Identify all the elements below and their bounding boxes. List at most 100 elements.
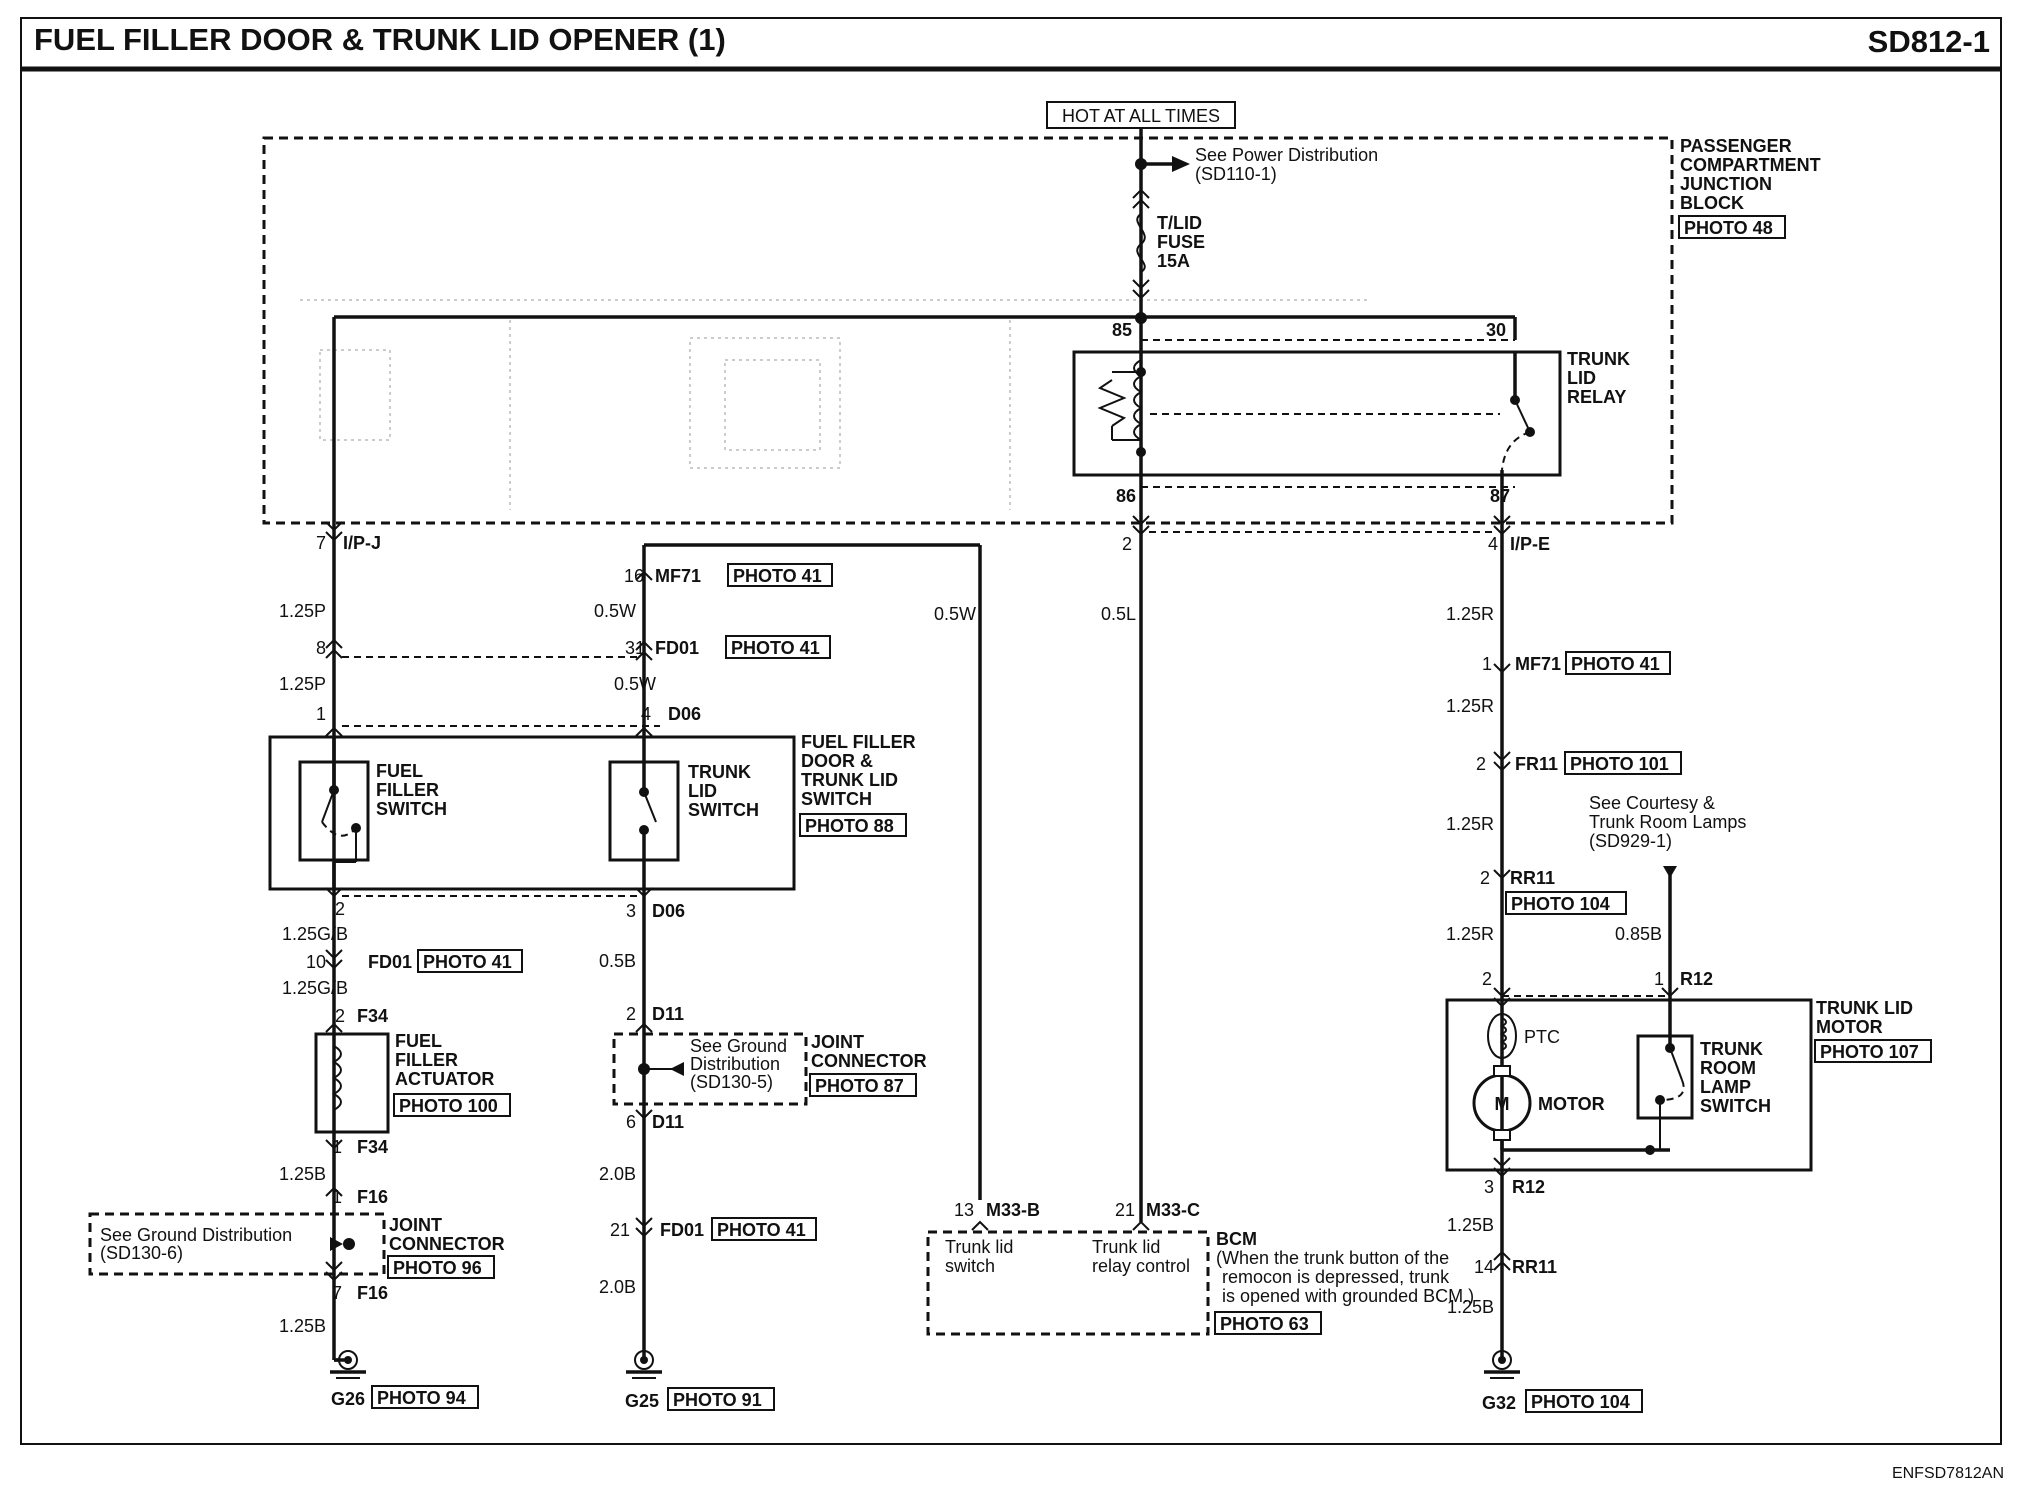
ground-g26-icon xyxy=(330,1350,366,1379)
wire-0-85b: 0.85B xyxy=(1615,924,1662,944)
ground-g25: G25 xyxy=(625,1391,659,1411)
see-courtesy-lamps: See Courtesy & Trunk Room Lamps (SD929-1… xyxy=(1589,793,1746,851)
svg-text:TRUNK: TRUNK xyxy=(1567,349,1630,369)
relay-contact-icon xyxy=(1500,352,1535,528)
relay-pin-85: 85 xyxy=(1112,320,1132,340)
page-title: FUEL FILLER DOOR & TRUNK LID OPENER (1) xyxy=(34,22,726,57)
motor-label: MOTOR xyxy=(1538,1094,1605,1114)
g25-photo: PHOTO 91 xyxy=(673,1390,762,1410)
mf71-right-photo: PHOTO 41 xyxy=(1571,654,1660,674)
see-power-distribution: See Power Distribution xyxy=(1195,145,1378,165)
svg-text:(When the trunk button of the: (When the trunk button of the xyxy=(1216,1248,1449,1268)
trunk-room-lamp-switch-icon xyxy=(1655,1000,1685,1150)
g26-photo-box xyxy=(371,1385,479,1409)
conn-m33-c: M33-C xyxy=(1146,1200,1200,1220)
bcm-pin-21: 21 xyxy=(1115,1200,1135,1220)
g26-photo: PHOTO 94 xyxy=(377,1388,466,1408)
wire-1-25b-r1: 1.25B xyxy=(1447,1215,1494,1235)
bcm-name: BCM xyxy=(1216,1229,1257,1249)
conn-ip-j: I/P-J xyxy=(343,533,381,553)
conn-r12: R12 xyxy=(1680,969,1713,989)
pin-2b: 2 xyxy=(335,1006,345,1026)
pin-4-ipe: 4 xyxy=(1488,534,1498,554)
svg-text:TRUNK: TRUNK xyxy=(1700,1039,1763,1059)
page-frame xyxy=(20,17,2002,1445)
svg-text:TRUNK: TRUNK xyxy=(688,762,751,782)
motor-photo: PHOTO 107 xyxy=(1820,1042,1919,1062)
svg-text:LID: LID xyxy=(688,781,717,801)
trunk-lid-switch-icon xyxy=(639,737,657,889)
pin-2-fr11: 2 xyxy=(1476,754,1486,774)
wire-1-25p-2: 1.25P xyxy=(279,674,326,694)
svg-text:TRUNK LID: TRUNK LID xyxy=(1816,998,1913,1018)
svg-text:FUEL: FUEL xyxy=(376,761,423,781)
jc-left-see-1: See Ground Distribution xyxy=(100,1225,292,1245)
bcm-box xyxy=(926,1230,1210,1336)
pin-10: 10 xyxy=(306,952,326,972)
trunk-lid-motor-label: TRUNK LID MOTOR xyxy=(1816,998,1913,1037)
bcm-relay-control-label: Trunk lid relay control xyxy=(1092,1237,1190,1276)
jc-left-photo: PHOTO 96 xyxy=(393,1258,482,1278)
fd01-mid-photo-box xyxy=(725,635,831,659)
trunk-lid-motor-box xyxy=(1445,998,1813,1172)
svg-text:FILLER: FILLER xyxy=(376,780,439,800)
relay-pin-30: 30 xyxy=(1486,320,1506,340)
relay-pin-87: 87 xyxy=(1490,486,1510,506)
left-branch-wires xyxy=(325,521,660,1360)
fd01b-photo-box xyxy=(711,1217,817,1241)
svg-text:LAMP: LAMP xyxy=(1700,1077,1751,1097)
joint-connector-f16-box xyxy=(88,1212,386,1276)
pin-1b: 1 xyxy=(332,1137,342,1157)
g32-photo: PHOTO 104 xyxy=(1531,1392,1630,1412)
svg-text:T/LID: T/LID xyxy=(1157,213,1202,233)
pin-16: 16 xyxy=(624,566,644,586)
wire-0-5w-1: 0.5W xyxy=(594,601,636,621)
relay-pin-86: 86 xyxy=(1116,486,1136,506)
wire-1-25r-4: 1.25R xyxy=(1446,924,1494,944)
hot-at-all-times-label: HOT AT ALL TIMES xyxy=(1062,106,1220,126)
fd01-photo-box xyxy=(417,949,523,973)
wire-1-25r-3: 1.25R xyxy=(1446,814,1494,834)
svg-text:FUSE: FUSE xyxy=(1157,232,1205,252)
switch-block-label: FUEL FILLER DOOR & TRUNK LID SWITCH xyxy=(801,732,916,809)
joint-connector-d11-box xyxy=(612,1032,808,1106)
bcm-photo: PHOTO 63 xyxy=(1220,1314,1309,1334)
svg-text:DOOR &: DOOR & xyxy=(801,751,873,771)
pin-7b: 7 xyxy=(332,1283,342,1303)
svg-text:FUEL FILLER: FUEL FILLER xyxy=(801,732,916,752)
fr11-photo: PHOTO 101 xyxy=(1570,754,1669,774)
background-ghost-detail xyxy=(300,299,1370,510)
conn-d06b: D06 xyxy=(652,901,685,921)
mf71-mid-photo-box xyxy=(727,563,833,587)
svg-text:ROOM: ROOM xyxy=(1700,1058,1756,1078)
conn-d11: D11 xyxy=(652,1004,684,1024)
svg-text:15A: 15A xyxy=(1157,251,1190,271)
bcm-photo-box xyxy=(1214,1311,1322,1335)
svg-text:is opened with grounded BCM.): is opened with grounded BCM.) xyxy=(1222,1286,1474,1306)
fuse-label: T/LID FUSE 15A xyxy=(1157,213,1205,271)
svg-text:(SD929-1): (SD929-1) xyxy=(1589,831,1672,851)
wire-2-0b-1: 2.0B xyxy=(599,1164,636,1184)
page-code: SD812-1 xyxy=(1868,24,1990,59)
fuel-filler-trunk-switch-box xyxy=(268,735,796,891)
svg-text:LID: LID xyxy=(1567,368,1596,388)
conn-ip-e: I/P-E xyxy=(1510,534,1550,554)
actuator-photo-box xyxy=(393,1093,511,1117)
ptc-icon xyxy=(1487,1013,1517,1059)
svg-text:See Ground: See Ground xyxy=(690,1036,787,1056)
mf71-right-photo-box xyxy=(1565,651,1671,675)
wire-1-25b: 1.25B xyxy=(279,1164,326,1184)
svg-text:MOTOR: MOTOR xyxy=(1816,1017,1883,1037)
actuator-coil-icon xyxy=(331,1045,342,1111)
svg-text:remocon is depressed, trunk: remocon is depressed, trunk xyxy=(1222,1267,1450,1287)
conn-rr11b: RR11 xyxy=(1512,1257,1557,1277)
pin-3-d06: 3 xyxy=(626,901,636,921)
fd01-photo: PHOTO 41 xyxy=(423,952,512,972)
junction-block-photo: PHOTO 48 xyxy=(1684,218,1773,238)
fuel-filler-actuator-box xyxy=(314,1032,390,1134)
svg-text:Trunk Room Lamps: Trunk Room Lamps xyxy=(1589,812,1746,832)
relay-coil-icon xyxy=(1097,322,1500,520)
jc-mid-photo-box xyxy=(809,1073,917,1097)
g25-photo-box xyxy=(667,1387,775,1411)
